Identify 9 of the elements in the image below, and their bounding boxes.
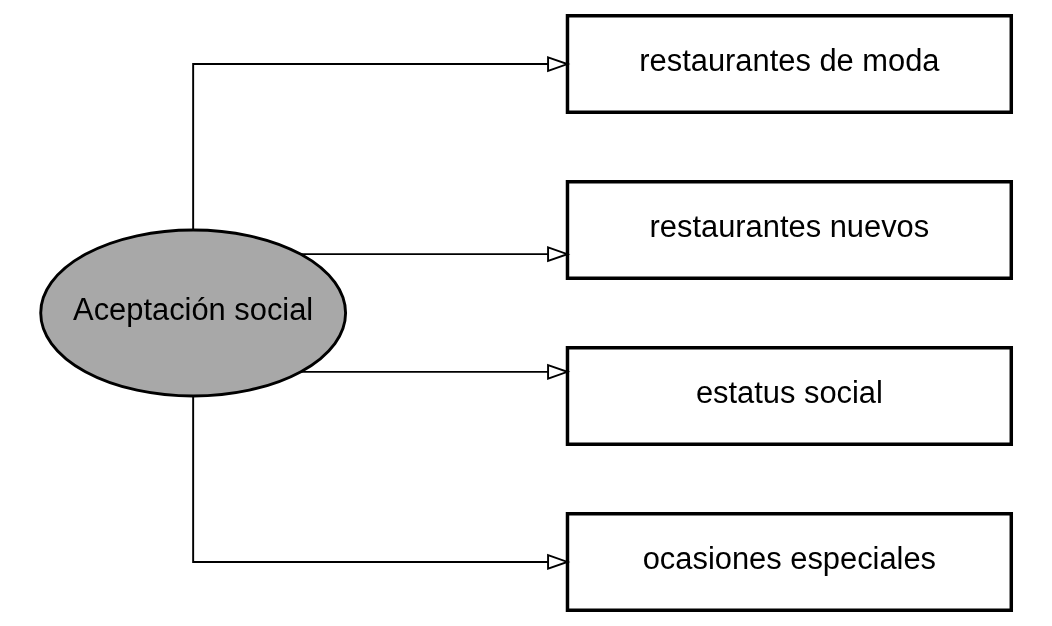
arrow bbox=[192, 55, 571, 231]
arrow bbox=[192, 395, 571, 571]
node-ellipse: Aceptación social bbox=[39, 228, 348, 398]
node-box: estatus social bbox=[565, 346, 1013, 446]
node-box: restaurantes nuevos bbox=[565, 180, 1013, 280]
arrow bbox=[300, 363, 571, 380]
node-box: restaurantes de moda bbox=[565, 14, 1013, 115]
arrow bbox=[300, 246, 571, 263]
node-box: ocasiones especiales bbox=[565, 511, 1013, 612]
